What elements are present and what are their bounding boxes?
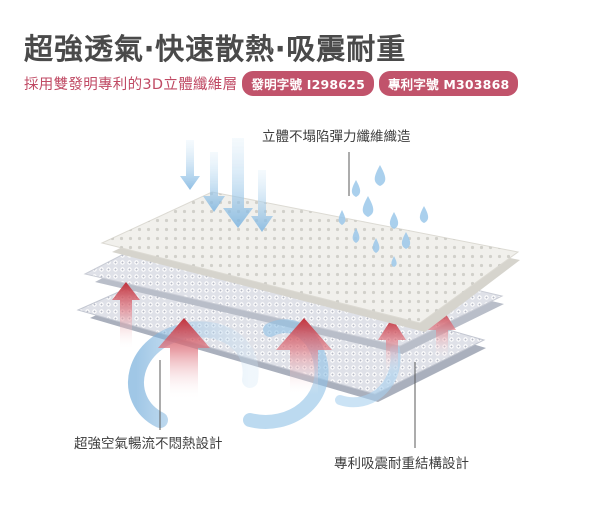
droplet-icon [401, 232, 411, 249]
droplet-icon [391, 256, 397, 267]
heat-arrow-icon [158, 318, 210, 400]
droplet-icon [352, 228, 360, 243]
water-droplets [338, 165, 429, 267]
droplet-icon [372, 238, 380, 253]
air-down-arrow-icon [251, 170, 273, 232]
top-fabric-layer [100, 191, 520, 332]
top-label: 立體不塌陷彈力纖維織造 [262, 129, 411, 145]
droplet-icon [351, 180, 361, 197]
droplet-icon [374, 165, 386, 186]
air-down-arrow-icon [203, 152, 225, 212]
right-label: 專利吸震耐重結構設計 [334, 456, 469, 472]
air-inflow-arrows [180, 138, 273, 232]
patent-badge-utility: 專利字號 M303868 [378, 71, 519, 96]
droplet-icon [419, 206, 429, 223]
page-title: 超強透氣‧快速散熱‧吸震耐重 [24, 32, 407, 66]
subtitle: 採用雙發明專利的3D立體纖維層 [24, 77, 238, 93]
left-label: 超強空氣暢流不悶熱設計 [74, 435, 223, 452]
droplet-icon [389, 212, 399, 229]
air-down-arrow-icon [180, 140, 200, 190]
heat-arrow-icon [276, 318, 332, 395]
droplet-icon [338, 210, 346, 225]
subtitle-row: 採用雙發明專利的3D立體纖維層 發明字號 I298625 專利字號 M30386… [24, 71, 519, 96]
heat-arrow-icon [378, 318, 406, 375]
air-down-arrow-icon [223, 138, 253, 228]
droplet-icon [362, 196, 374, 217]
patent-badge-invention: 發明字號 I298625 [242, 71, 374, 96]
heat-arrow-icon [112, 282, 140, 350]
